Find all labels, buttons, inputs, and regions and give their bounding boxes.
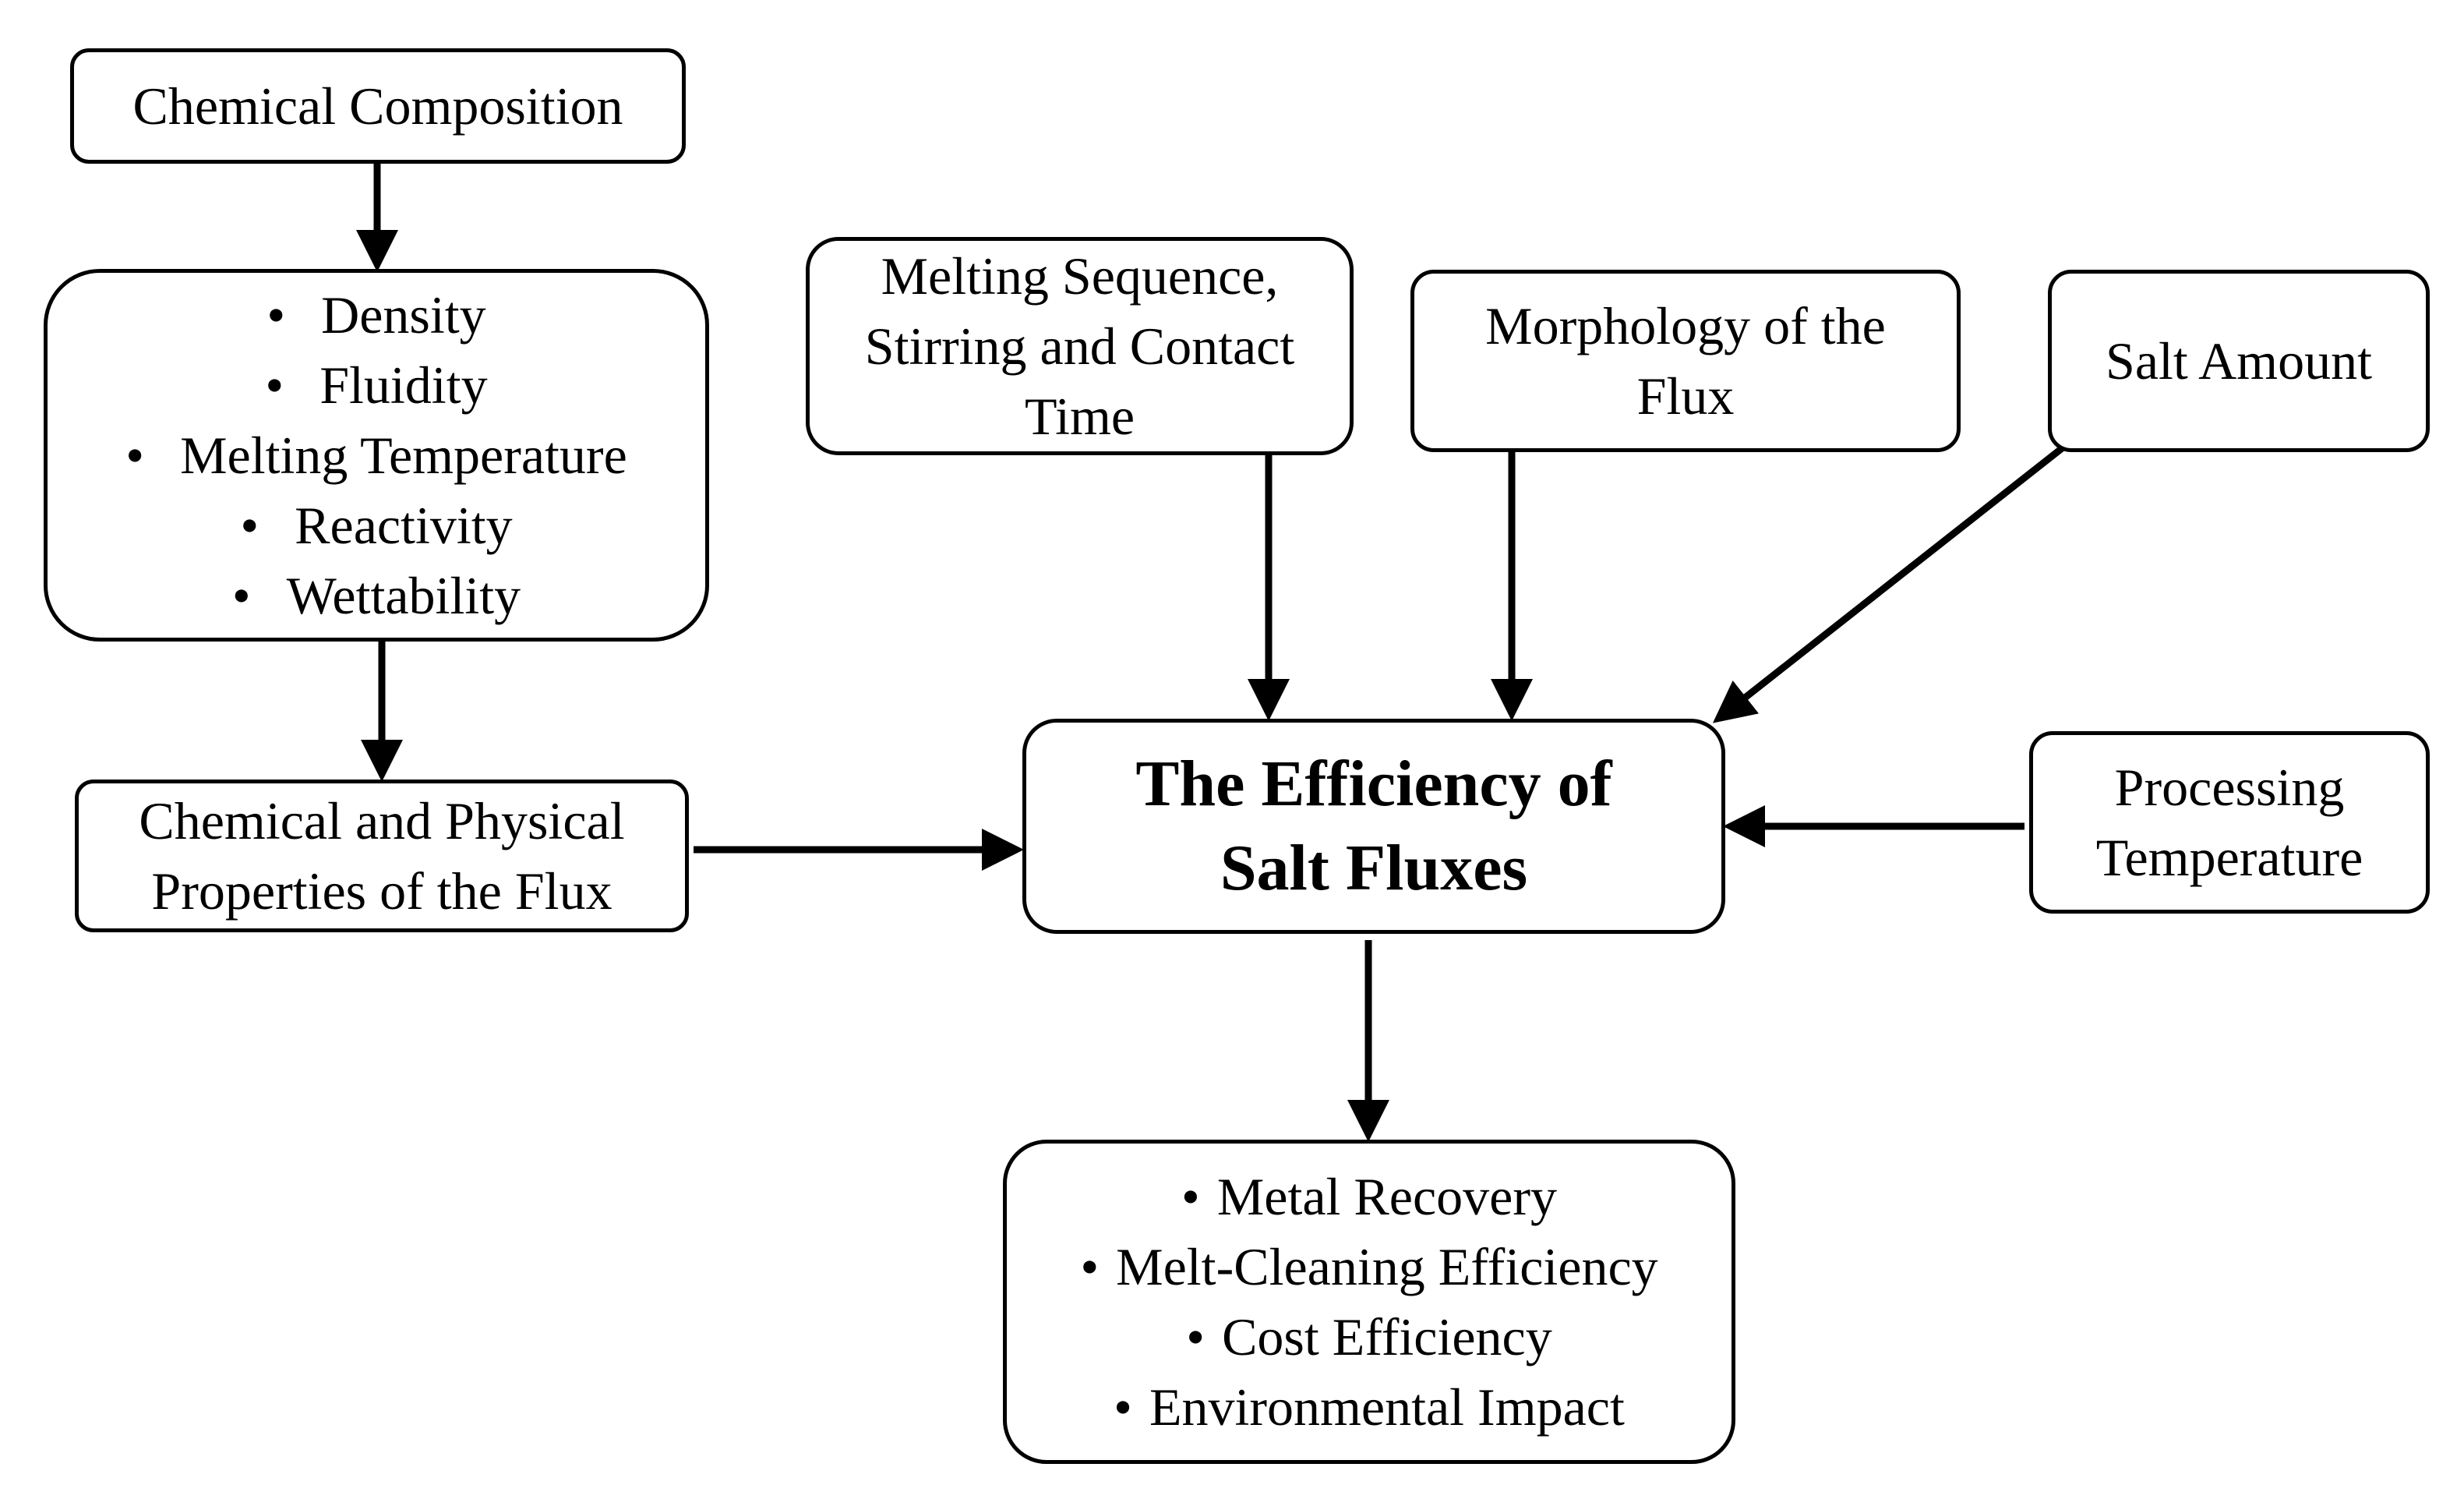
list-item: Wettability — [125, 560, 627, 631]
node-label-line: Flux — [1636, 366, 1735, 426]
node-label-line: Processing — [2114, 758, 2345, 817]
node-label-line: Melting Sequence, — [881, 246, 1279, 306]
efficiency-central-node: The Efficiency of Salt Fluxes — [1022, 719, 1725, 934]
list-item: Fluidity — [125, 350, 627, 420]
outcomes-list: Metal Recovery Melt-Cleaning Efficiency … — [1080, 1161, 1658, 1442]
node-label-line: Chemical and Physical — [139, 791, 625, 850]
flux-properties-node: Density Fluidity Melting Temperature Rea… — [44, 269, 709, 642]
arrow-salt-to-center — [1712, 443, 2067, 723]
salt-amount-label: Salt Amount — [2106, 331, 2372, 391]
flux-properties-list: Density Fluidity Melting Temperature Rea… — [125, 280, 627, 631]
list-item: Environmental Impact — [1080, 1372, 1657, 1442]
list-item: Metal Recovery — [1080, 1161, 1657, 1232]
node-label-line: Stirring and Contact — [864, 316, 1295, 376]
list-item: Reactivity — [125, 490, 627, 560]
node-label-line: Temperature — [2095, 828, 2363, 887]
chemical-physical-properties-node: Chemical and Physical Properties of the … — [75, 780, 689, 932]
list-item: Density — [125, 280, 627, 350]
chemical-composition-label: Chemical Composition — [132, 76, 623, 136]
outcomes-node: Metal Recovery Melt-Cleaning Efficiency … — [1003, 1140, 1735, 1464]
melting-sequence-node: Melting Sequence, Stirring and Contact T… — [806, 237, 1354, 455]
salt-amount-node: Salt Amount — [2048, 270, 2430, 452]
central-title-line: The Efficiency of — [1135, 748, 1612, 820]
list-item: Melt-Cleaning Efficiency — [1080, 1232, 1658, 1302]
list-item: Cost Efficiency — [1080, 1302, 1657, 1372]
node-label-line: Time — [1024, 387, 1135, 446]
node-label-line: Morphology of the — [1485, 296, 1886, 355]
node-label-line: Properties of the Flux — [151, 861, 612, 921]
morphology-node: Morphology of the Flux — [1410, 270, 1961, 452]
central-title-line: Salt Fluxes — [1220, 832, 1528, 904]
list-item: Melting Temperature — [125, 420, 627, 490]
processing-temperature-node: Processing Temperature — [2029, 731, 2430, 914]
chemical-composition-node: Chemical Composition — [70, 48, 686, 164]
